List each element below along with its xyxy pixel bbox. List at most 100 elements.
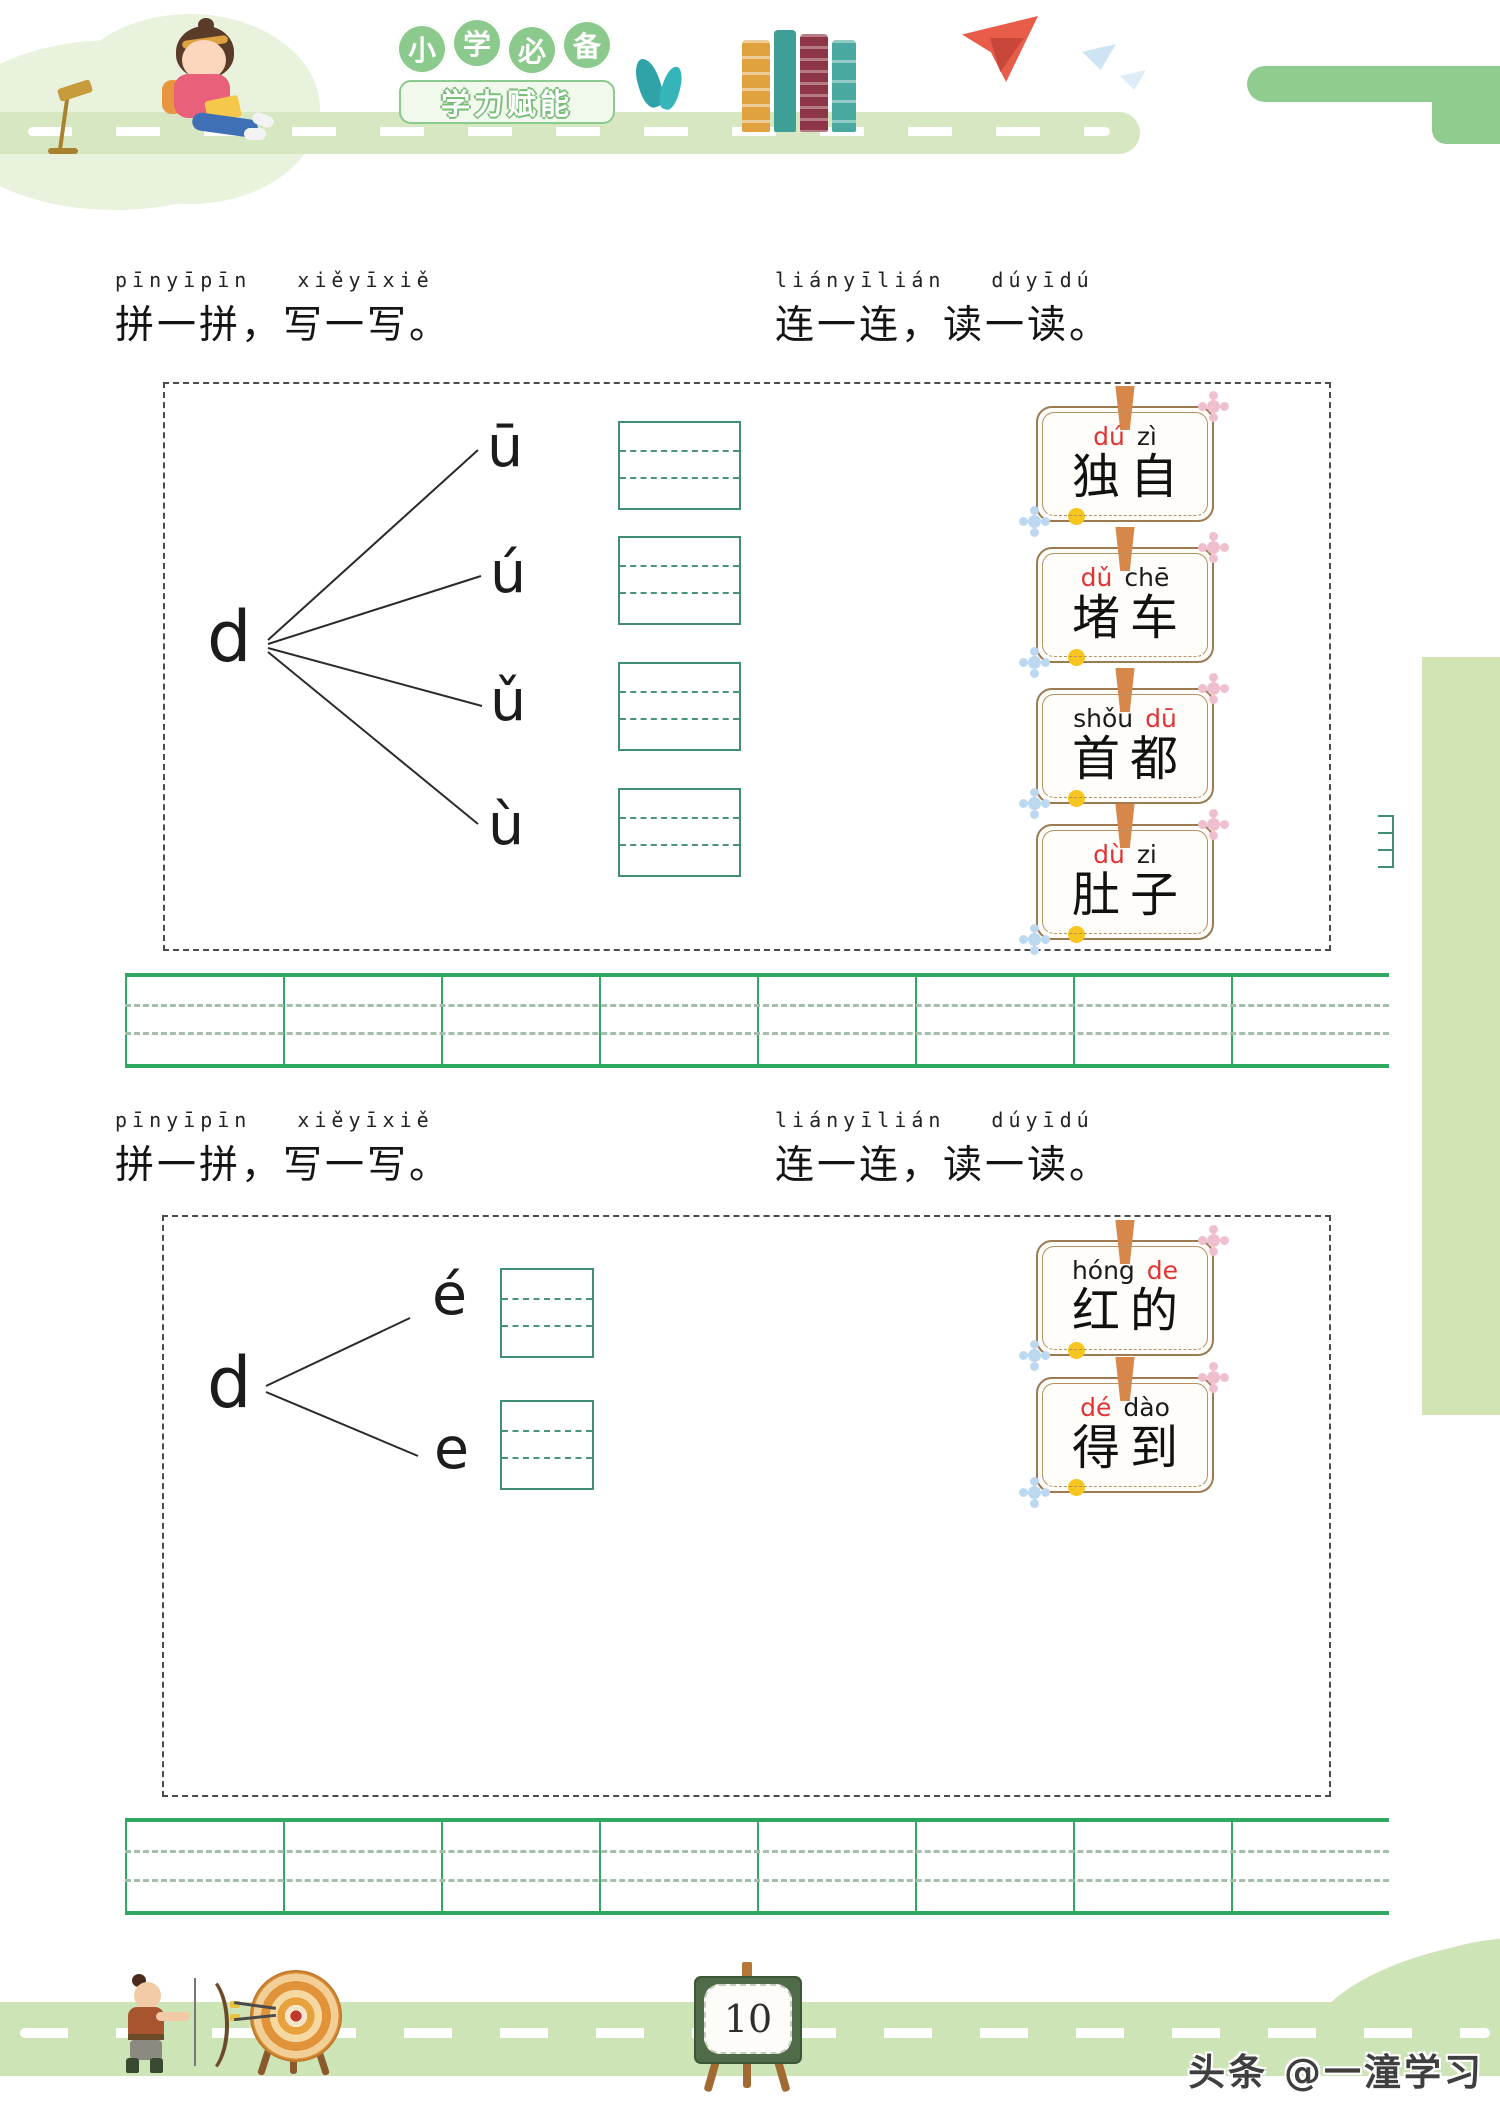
strip-cell[interactable] xyxy=(599,977,757,1064)
flower-icon xyxy=(1207,1234,1220,1247)
strip-cell[interactable] xyxy=(757,977,915,1064)
writing-strip-2[interactable] xyxy=(125,1818,1389,1915)
card-word: 红的 xyxy=(1071,1285,1188,1338)
strip-cell[interactable] xyxy=(1231,1822,1389,1911)
section1-exercise-box xyxy=(163,382,1331,951)
strip-cell[interactable] xyxy=(283,1822,441,1911)
strip-cell[interactable] xyxy=(125,1822,283,1911)
corner-flag-icon xyxy=(1432,96,1500,144)
writing-strip-1[interactable] xyxy=(125,973,1389,1068)
strip-guide-line xyxy=(125,1879,1389,1882)
section2-final-1[interactable]: e xyxy=(434,1416,470,1482)
title-bubbles: 小 学 必 备 xyxy=(397,18,612,75)
page-number: 10 xyxy=(704,1984,792,2054)
flower-icon xyxy=(1028,1349,1041,1362)
writing-grid[interactable] xyxy=(618,421,741,510)
section2-initial-letter[interactable]: d xyxy=(207,1342,252,1424)
header-text: 拼一拼，写一写。 xyxy=(115,1144,452,1187)
section1-final-2[interactable]: ǔ xyxy=(490,668,527,734)
flower-icon xyxy=(1207,818,1220,831)
watermark: 头条 @一潼学习 xyxy=(1188,2051,1484,2094)
header-text: 连一连，读一读。 xyxy=(775,304,1112,347)
easel-peg xyxy=(742,1962,752,1980)
title-bubble-char: 小 xyxy=(397,24,447,74)
clip-icon xyxy=(1115,668,1135,712)
section1-final-1[interactable]: ú xyxy=(490,540,527,606)
dot-icon xyxy=(1068,926,1085,943)
strip-cell[interactable] xyxy=(1231,977,1389,1064)
header-text: 连一连，读一读。 xyxy=(775,1144,1112,1187)
strip-cell[interactable] xyxy=(441,977,599,1064)
series-badge: 学力赋能 xyxy=(399,80,615,124)
strip-cell[interactable] xyxy=(915,1822,1073,1911)
writing-grid[interactable] xyxy=(618,662,741,751)
strip-cell[interactable] xyxy=(1073,1822,1231,1911)
plant-icon xyxy=(656,64,686,112)
books-icon xyxy=(742,26,882,132)
writing-grid[interactable] xyxy=(500,1400,594,1490)
strip-cell[interactable] xyxy=(1073,977,1231,1064)
section1-final-3[interactable]: ù xyxy=(488,792,525,858)
flower-icon xyxy=(1028,515,1041,528)
strip-cell[interactable] xyxy=(125,977,283,1064)
writing-grid[interactable] xyxy=(500,1268,594,1358)
road-dashes xyxy=(28,127,1110,136)
mini-plane-icon xyxy=(1082,44,1116,70)
title-bubble-char: 必 xyxy=(507,25,557,75)
writing-grid[interactable] xyxy=(618,536,741,625)
flower-icon xyxy=(1207,541,1220,554)
strip-cell[interactable] xyxy=(599,1822,757,1911)
dot-icon xyxy=(1068,1342,1085,1359)
mini-plane-icon xyxy=(1120,70,1146,90)
clip-icon xyxy=(1115,527,1135,571)
girl-reading-illustration xyxy=(148,18,298,154)
easel-leg xyxy=(743,2060,751,2088)
strip-guide-line xyxy=(125,1850,1389,1853)
strip-cell[interactable] xyxy=(283,977,441,1064)
dot-icon xyxy=(1068,508,1085,525)
section1-final-0[interactable]: ū xyxy=(487,414,524,480)
card-word: 得到 xyxy=(1071,1422,1188,1475)
flower-icon xyxy=(1028,1486,1041,1499)
section2-final-0[interactable]: é xyxy=(432,1262,468,1328)
archer-illustration xyxy=(108,1974,248,2076)
strip-cell[interactable] xyxy=(915,977,1073,1064)
flower-icon xyxy=(1207,682,1220,695)
strip-guide-line xyxy=(125,1032,1389,1035)
section1-initial-letter[interactable]: d xyxy=(207,596,252,678)
clip-icon xyxy=(1115,1357,1135,1401)
dot-icon xyxy=(1068,1479,1085,1496)
strip-cell[interactable] xyxy=(757,1822,915,1911)
flower-icon xyxy=(1028,656,1041,669)
page-number-board: 10 xyxy=(692,1962,802,2093)
grid-fragment xyxy=(1378,815,1394,868)
card-word: 首都 xyxy=(1071,733,1188,786)
dot-icon xyxy=(1068,649,1085,666)
writing-grid[interactable] xyxy=(618,788,741,877)
card-word: 堵车 xyxy=(1071,592,1188,645)
flower-icon xyxy=(1028,933,1041,946)
card-word: 肚子 xyxy=(1071,869,1188,922)
dot-icon xyxy=(1068,790,1085,807)
title-bubble-char: 备 xyxy=(562,20,612,70)
strip-cell[interactable] xyxy=(441,1822,599,1911)
title-bubble-char: 学 xyxy=(452,18,502,68)
